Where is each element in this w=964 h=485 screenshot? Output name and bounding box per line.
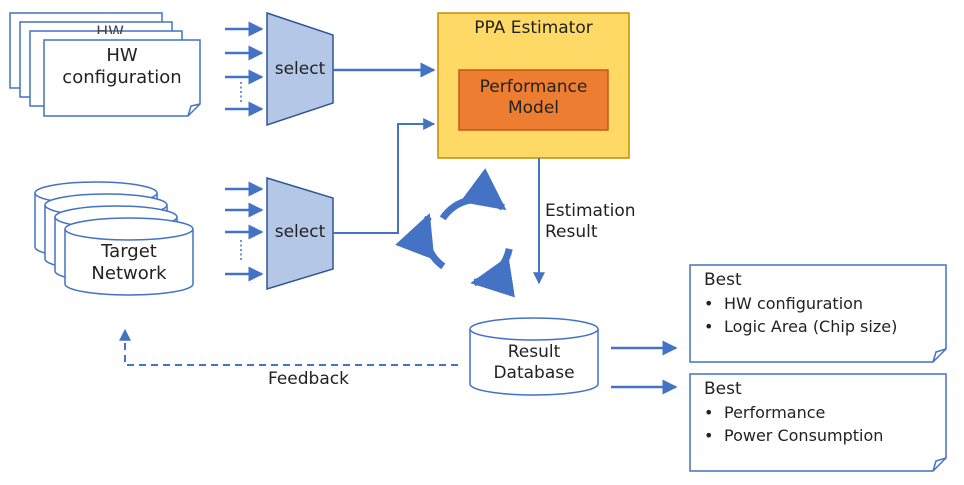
ppa-estimator-title: PPA Estimator (474, 18, 593, 38)
target-network-cylinder-stack (34, 181, 194, 296)
bottom-output-item: Power Consumption (700, 425, 883, 448)
feedback-arrow (119, 328, 458, 366)
result-database-label: Result Database (493, 342, 575, 383)
performance-model-box (458, 69, 609, 131)
hw-config-document-stack (9, 12, 201, 117)
top-output-item: HW configuration (700, 293, 897, 316)
network-select-mux (266, 176, 334, 291)
network-select-label: select (274, 222, 326, 242)
target-network-label: Target Network (91, 241, 167, 284)
hw-select-mux (266, 11, 334, 127)
hw-config-label: HW configuration (62, 45, 182, 88)
result-database-cylinder (469, 317, 599, 396)
performance-model-label: Performance Model (479, 77, 588, 118)
feedback-label: Feedback (268, 369, 349, 389)
top-output-list: HW configuration Logic Area (Chip size) (700, 293, 897, 338)
top-output-title: Best (704, 270, 742, 290)
estimation-result-label: Estimation Result (545, 201, 636, 242)
network-select-to-ppa-arrow (333, 118, 436, 234)
network-input-arrows (225, 181, 264, 282)
top-output-item: Logic Area (Chip size) (700, 316, 897, 339)
hw-input-arrows (225, 21, 264, 117)
bottom-output-title: Best (704, 379, 742, 399)
bottom-output-item: Performance (700, 402, 883, 425)
bottom-output-list: Performance Power Consumption (700, 402, 883, 447)
hw-select-label: select (274, 59, 326, 79)
iteration-cycle-icon (395, 168, 515, 298)
hw-config-partial-label: HW (96, 22, 124, 34)
